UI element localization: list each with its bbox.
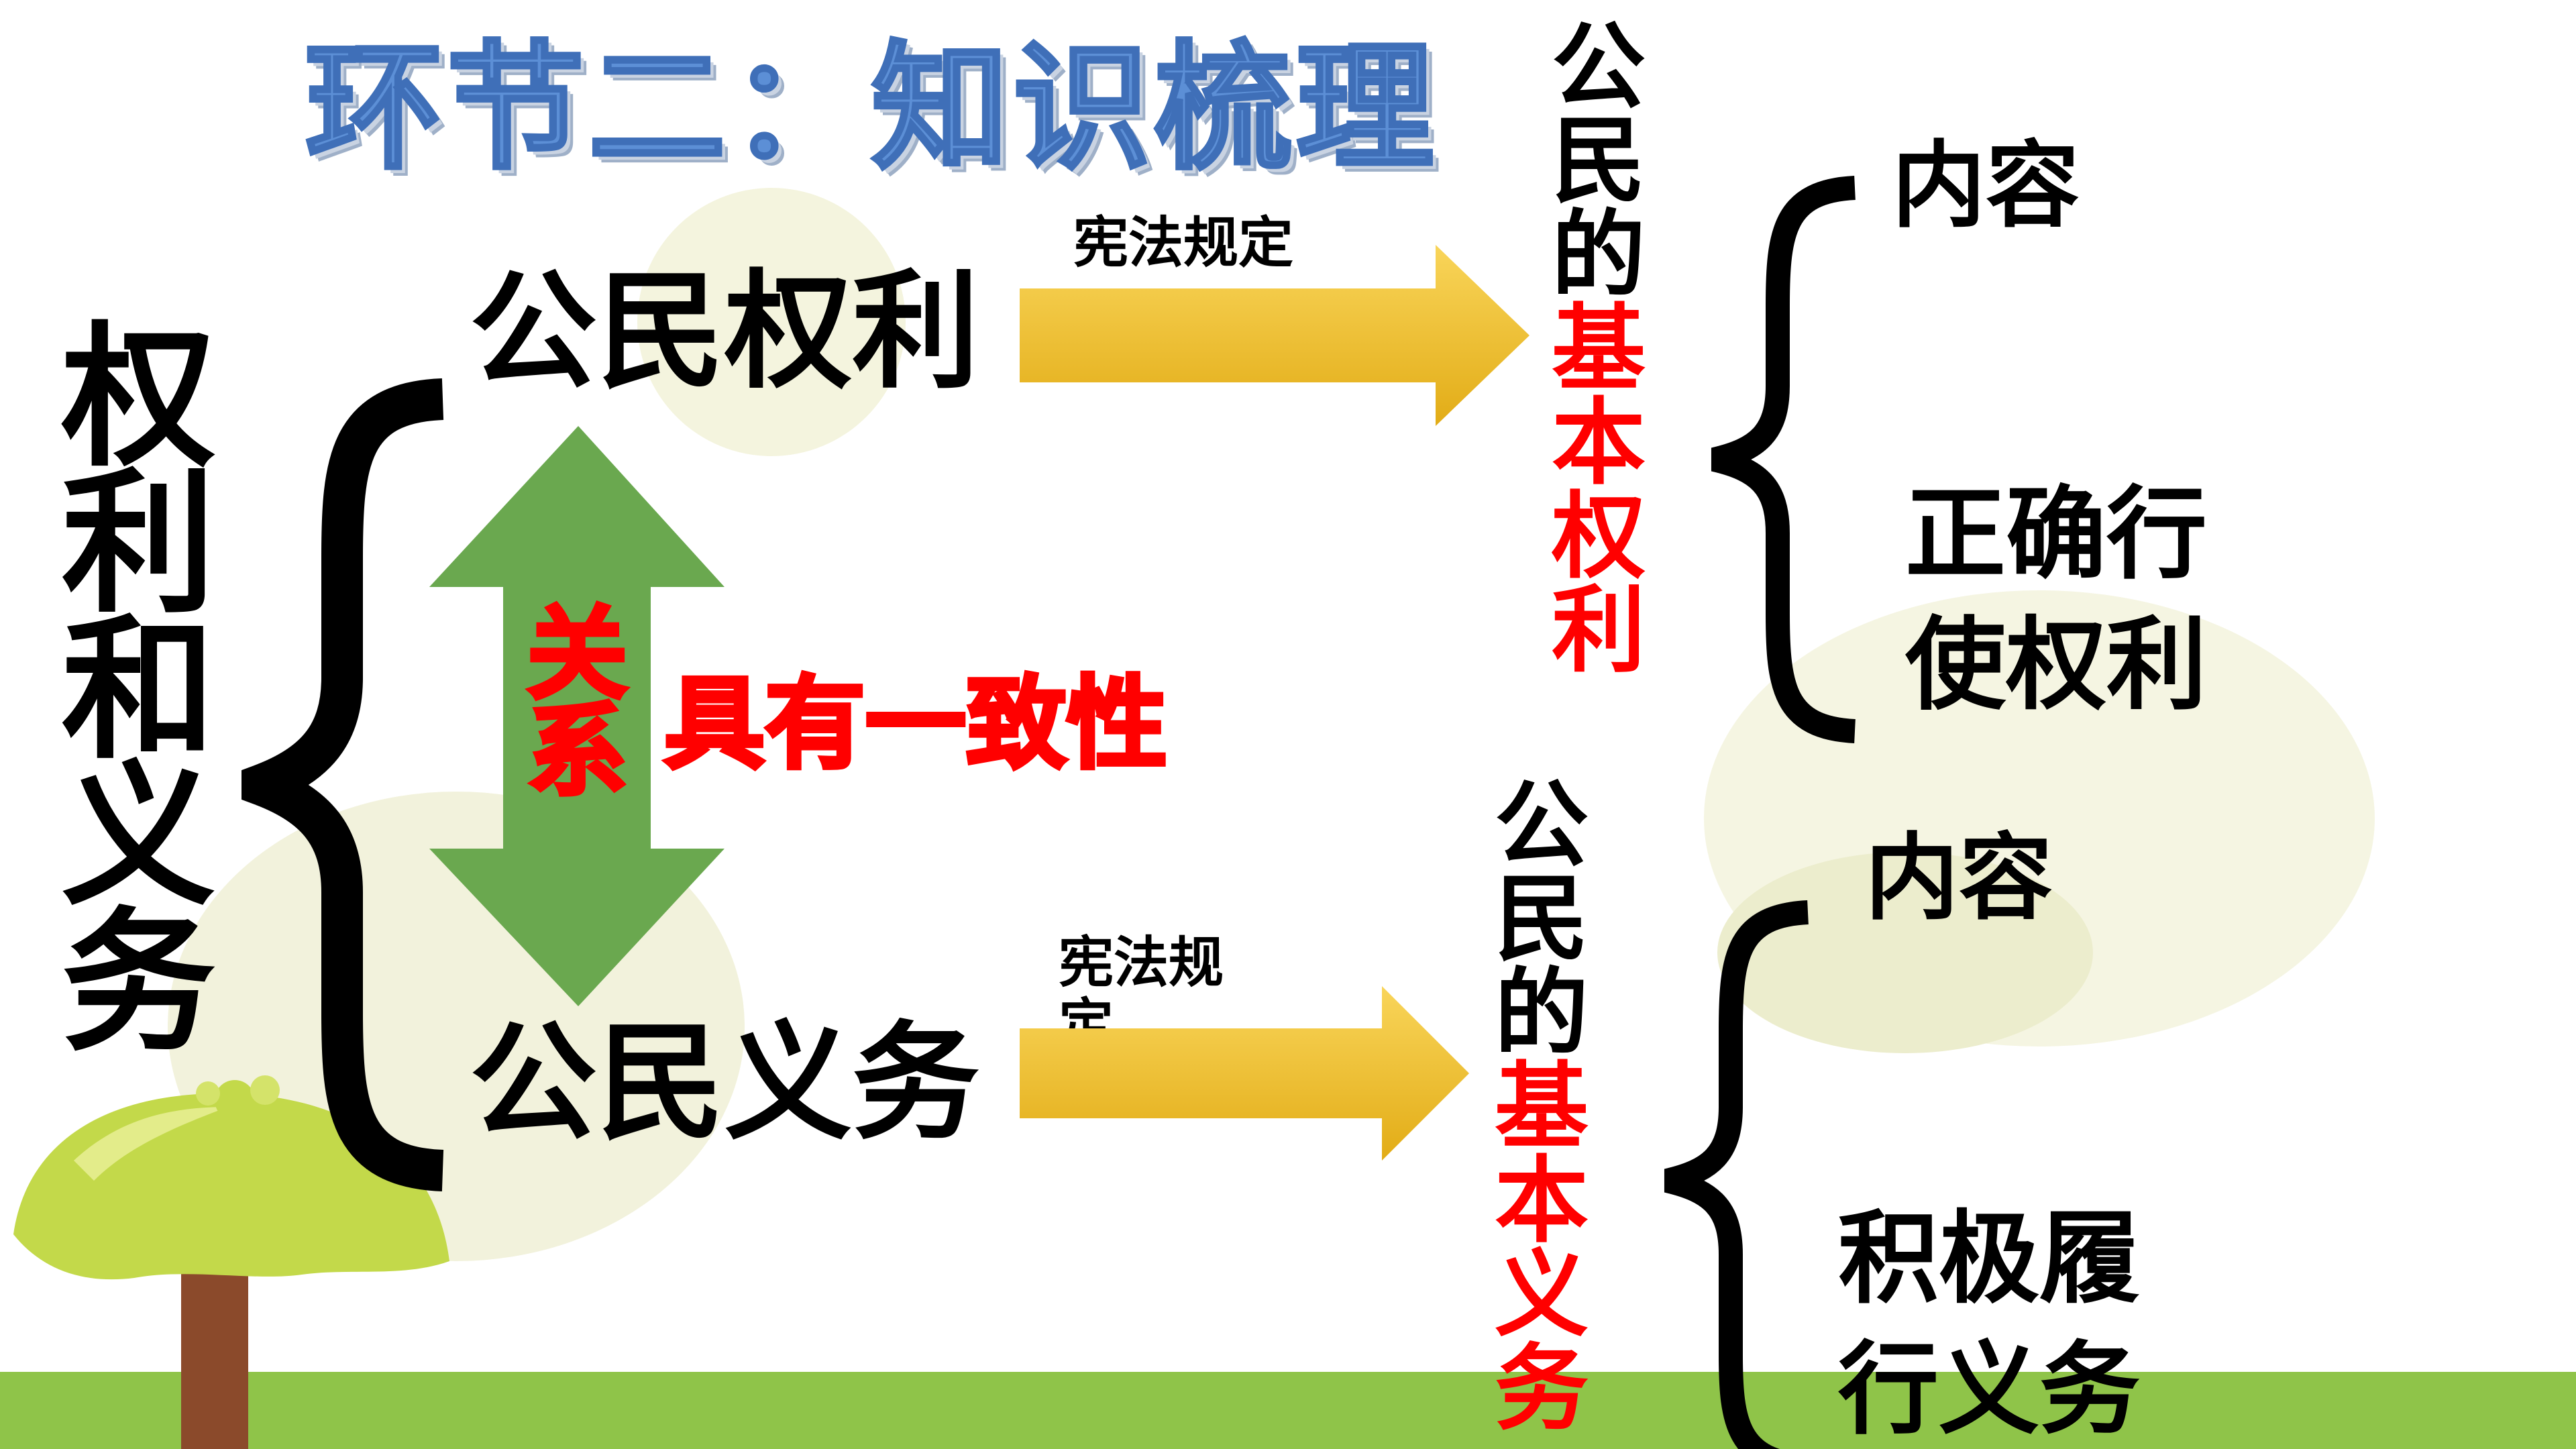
basic-duties-vertical: 公民的基本义务	[1479, 775, 1588, 1432]
relation-label: 关系	[508, 598, 629, 797]
consistency-text: 具有一致性	[662, 666, 1169, 783]
basic-rights-prefix: 公民的	[1536, 17, 1645, 299]
background-circle	[637, 188, 906, 456]
basic-rights-term: 基本权利	[1536, 299, 1645, 674]
left-vertical-title: 权利和义务	[35, 315, 214, 1046]
rights-brace-icon	[1711, 176, 1856, 743]
rights-exercise-item: 正确行使权利	[1905, 476, 2208, 724]
citizen-duties-label: 公民义务	[470, 1009, 980, 1157]
right-arrow-icon	[1020, 986, 1469, 1161]
arrow-caption-duties: 宪法规定	[1059, 931, 1224, 1057]
duties-brace-icon	[1664, 900, 1809, 1449]
left-brace-icon	[241, 378, 444, 1191]
page-title: 环节二：知识梳理	[304, 29, 1438, 189]
arrow-caption-rights: 宪法规定	[1073, 211, 1294, 275]
duties-perform-item: 积极履行义务	[1838, 1201, 2141, 1448]
rights-content-item: 内容	[1892, 131, 2080, 241]
citizen-rights-label: 公民权利	[470, 258, 980, 406]
grass-strip	[0, 1372, 2576, 1449]
basic-duties-term: 基本义务	[1479, 1057, 1588, 1432]
basic-rights-vertical: 公民的基本权利	[1536, 17, 1645, 674]
double-arrow-icon	[429, 426, 724, 1006]
tree	[13, 1075, 449, 1449]
right-arrow-icon	[1020, 245, 1529, 426]
basic-duties-prefix: 公民的	[1479, 775, 1588, 1057]
background-circle	[1717, 852, 2093, 1053]
duties-content-item: 内容	[1865, 824, 2053, 933]
